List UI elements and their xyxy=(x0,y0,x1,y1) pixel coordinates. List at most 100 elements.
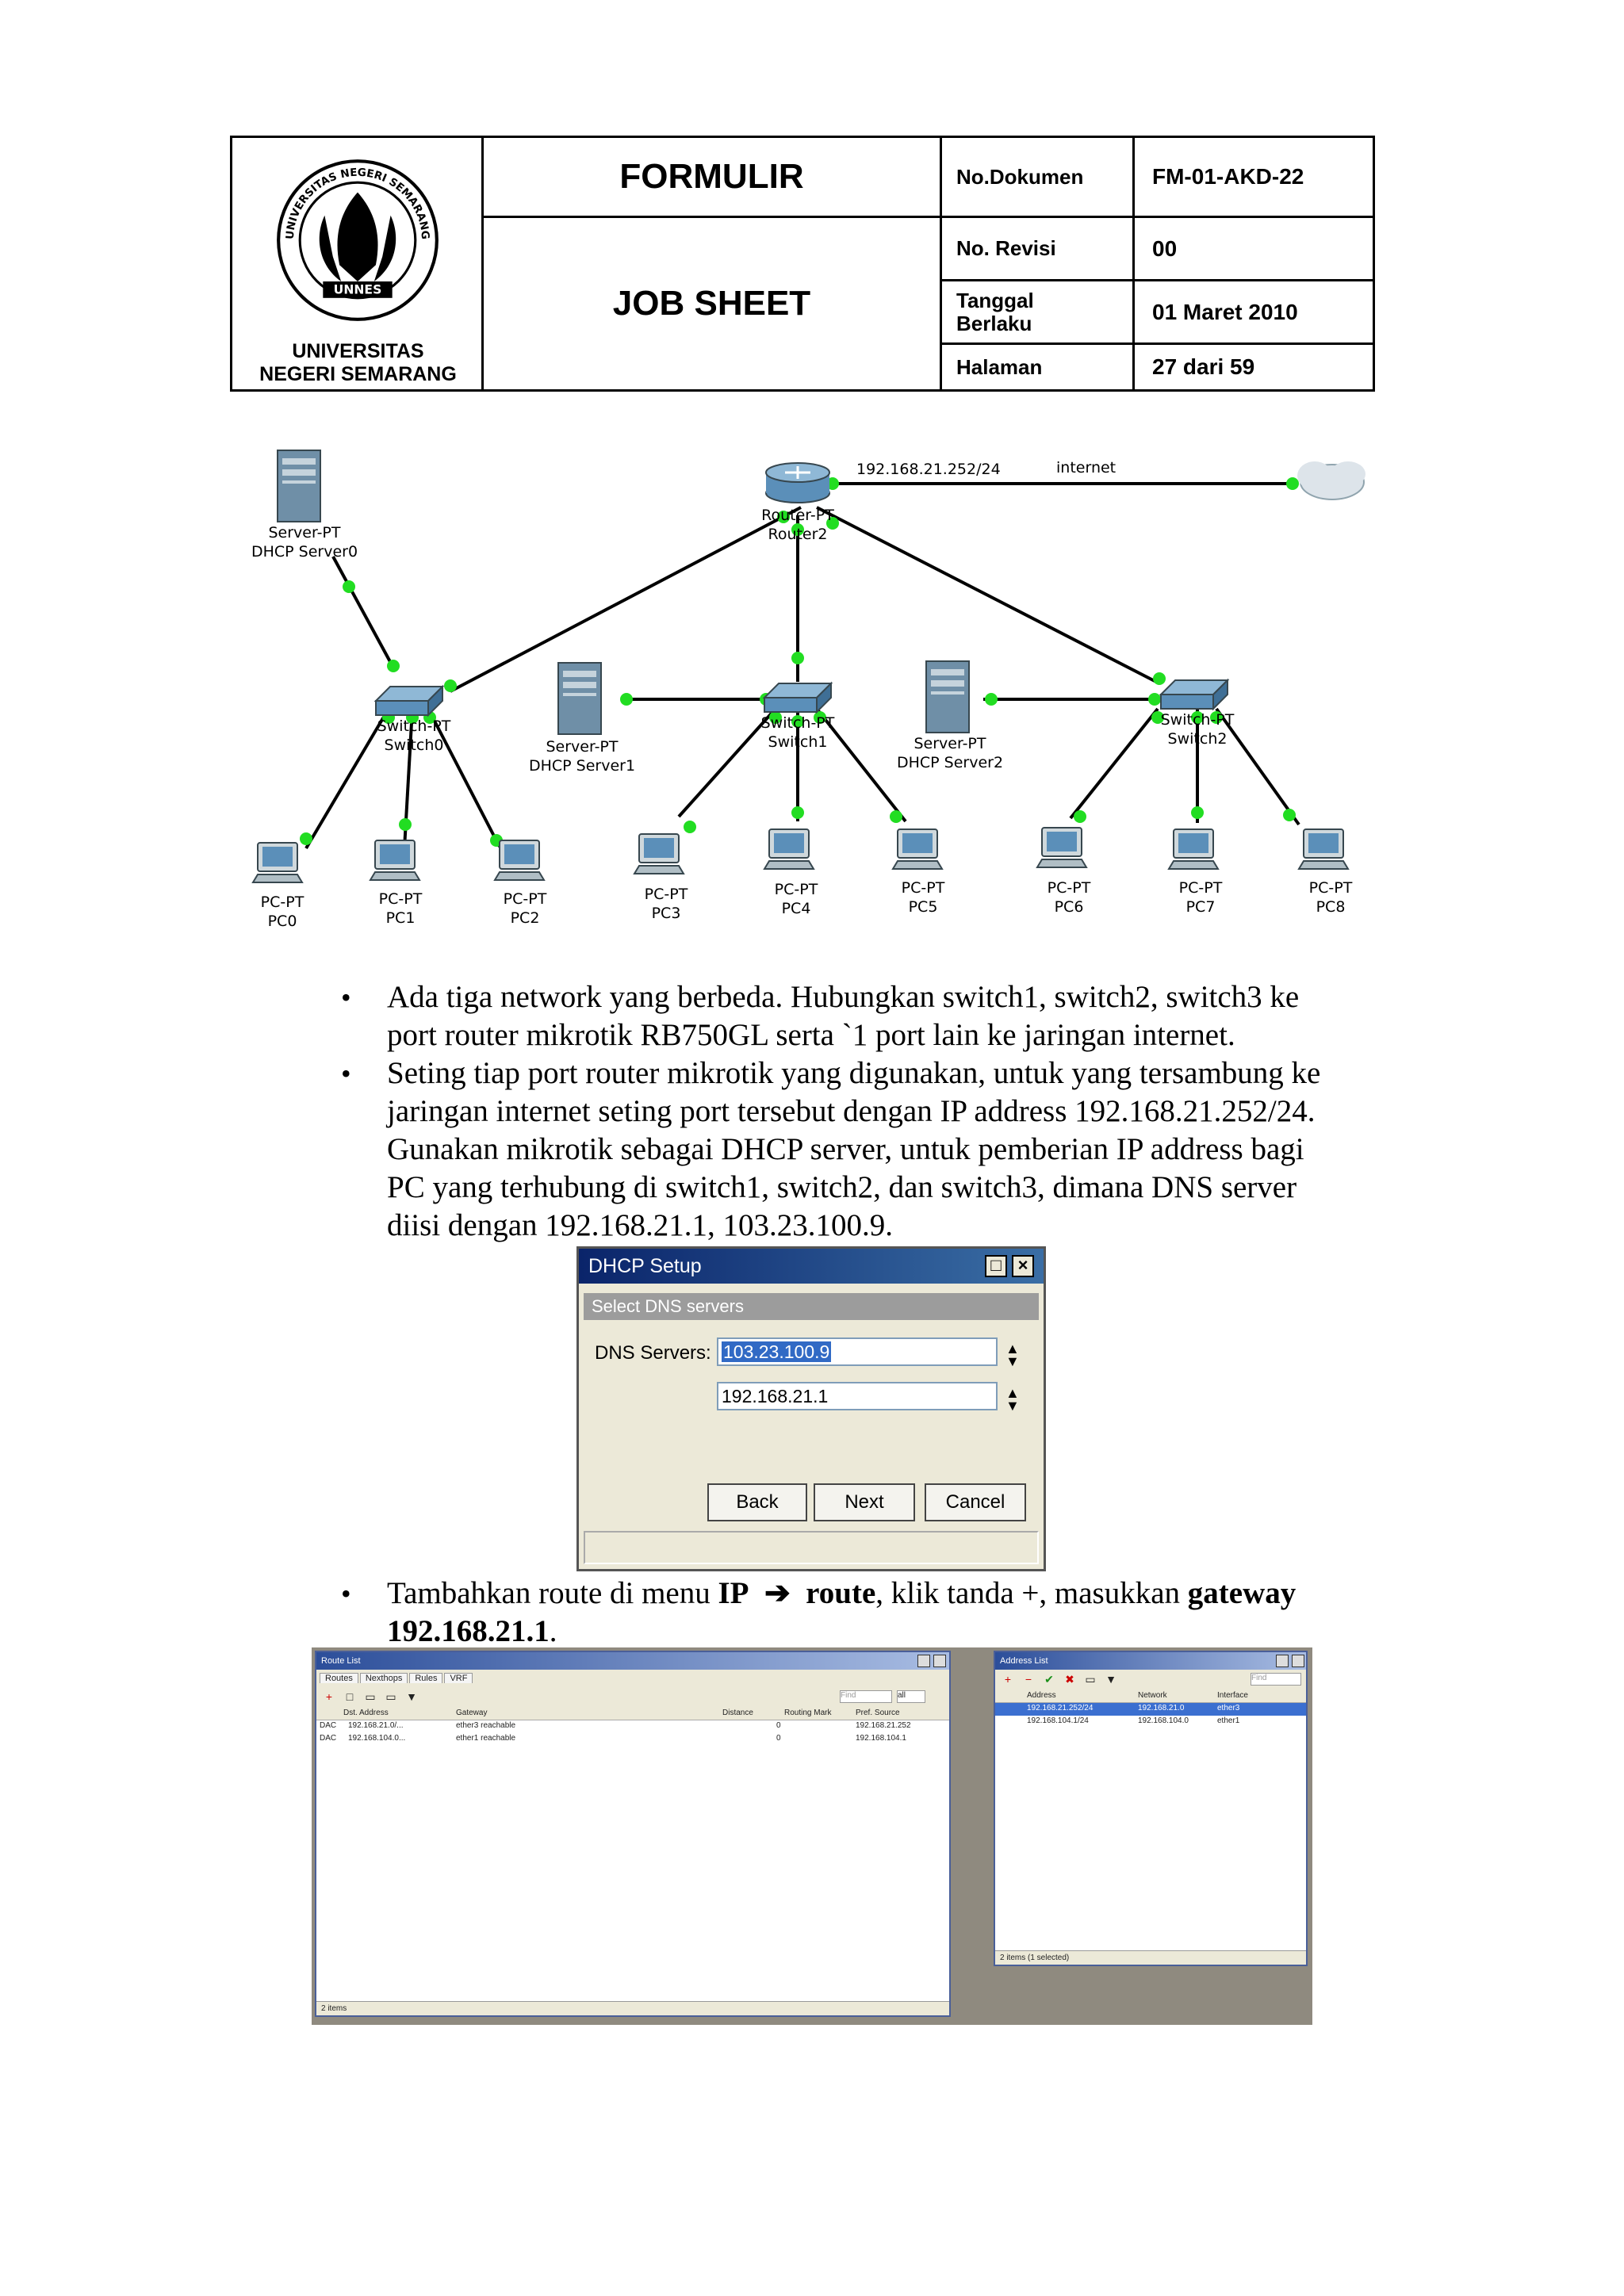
internet-cloud-icon xyxy=(1297,461,1365,499)
wan-ip-label: 192.168.21.252/24 xyxy=(856,461,1001,478)
pc5-type: PC-PT xyxy=(902,879,945,897)
tab-vrf[interactable]: VRF xyxy=(444,1673,473,1683)
back-button[interactable]: Back xyxy=(707,1483,807,1521)
dns-server-1-updown-icon[interactable]: ▲▼ xyxy=(1005,1342,1020,1368)
effective-date-label-text: Tanggal Berlaku xyxy=(956,289,1083,335)
arrow-icon: ➔ xyxy=(764,1576,791,1610)
pc0-type: PC-PT xyxy=(261,894,304,911)
next-button[interactable]: Next xyxy=(814,1483,915,1521)
router-type-label: Router-PT xyxy=(761,507,834,524)
pc2-icon xyxy=(495,840,544,880)
pc5-name: PC5 xyxy=(909,898,938,916)
form-subtitle: JOB SHEET xyxy=(484,218,942,389)
pc1-type: PC-PT xyxy=(379,890,423,908)
document-header: UNNES UNIVERSITAS NEGERI SEMARANG UNIVER… xyxy=(230,136,1375,392)
bullet1-line1: Ada tiga network yang berbeda. Hubungkan… xyxy=(387,978,1396,1016)
address-value: 192.168.104.1/24 xyxy=(1027,1716,1089,1725)
col-distance[interactable]: Distance xyxy=(722,1709,753,1717)
remove-icon[interactable]: □ xyxy=(342,1690,358,1703)
tab-rules[interactable]: Rules xyxy=(409,1673,442,1683)
add-icon[interactable]: + xyxy=(321,1690,337,1703)
gateway-ip: 192.168.21.1 xyxy=(387,1614,550,1648)
maximize-icon[interactable]: □ xyxy=(985,1255,1007,1277)
enable-icon[interactable]: ✔ xyxy=(1041,1673,1057,1686)
pc3-name: PC3 xyxy=(652,905,681,922)
route-filter-select[interactable]: all xyxy=(897,1690,925,1703)
dns-server-1-field[interactable]: 103.23.100.9 xyxy=(717,1337,998,1366)
pc4-type: PC-PT xyxy=(775,881,818,898)
copy-icon[interactable]: ▭ xyxy=(383,1690,399,1704)
col-pref-source[interactable]: Pref. Source xyxy=(856,1709,900,1717)
col-interface[interactable]: Interface xyxy=(1217,1691,1248,1700)
route-flags: DAC xyxy=(320,1721,336,1730)
tab-nexthops[interactable]: Nexthops xyxy=(360,1673,408,1683)
pc3-type: PC-PT xyxy=(645,886,688,903)
address-list-toolbar: +−✔ ✖ ▭ ▼ Find xyxy=(995,1670,1306,1690)
bullet-dot: • xyxy=(341,1575,351,1613)
bullet3-line2: 192.168.21.1. xyxy=(387,1613,1396,1651)
route-list-titlebar: Route List xyxy=(316,1652,949,1670)
address-list-window: Address List +−✔✖▭▼ Find Address Network… xyxy=(994,1651,1308,1966)
pc8-name: PC8 xyxy=(1316,898,1346,916)
form-title: FORMULIR xyxy=(484,138,942,218)
bullet-text: Ada tiga network yang berbeda. Hubungkan… xyxy=(387,978,1396,1054)
tab-routes[interactable]: Routes xyxy=(320,1673,358,1683)
table-row[interactable]: DAC 192.168.104.0... ether1 reachable 0 … xyxy=(316,1733,949,1746)
page-label: Halaman xyxy=(942,345,1135,389)
bullet3-text-pre: Tambahkan route di menu xyxy=(387,1576,718,1610)
pc0-icon xyxy=(253,843,302,882)
pc8-type: PC-PT xyxy=(1309,879,1353,897)
close-icon[interactable] xyxy=(933,1655,946,1667)
route-pref-source: 192.168.104.1 xyxy=(856,1734,906,1743)
bullet-dot: • xyxy=(341,1054,351,1093)
address-value: 192.168.21.252/24 xyxy=(1027,1704,1093,1712)
pc2-type: PC-PT xyxy=(504,890,547,908)
switch2-icon xyxy=(1161,680,1228,709)
col-address[interactable]: Address xyxy=(1027,1691,1056,1700)
gateway-keyword: gateway xyxy=(1188,1576,1296,1610)
router-name-label: Router2 xyxy=(768,526,827,543)
table-row[interactable]: 192.168.104.1/24 192.168.104.0 ether1 xyxy=(995,1716,1306,1728)
filter-icon[interactable]: ▼ xyxy=(404,1690,419,1703)
dns-server-2-updown-icon[interactable]: ▲▼ xyxy=(1005,1387,1020,1412)
comment-icon[interactable]: ▭ xyxy=(1082,1673,1098,1686)
route-gateway: ether1 reachable xyxy=(456,1734,515,1743)
pc5-icon xyxy=(893,829,942,869)
pc7-type: PC-PT xyxy=(1179,879,1223,897)
add-icon[interactable]: + xyxy=(1000,1673,1016,1686)
table-row[interactable]: 192.168.21.252/24 192.168.21.0 ether3 xyxy=(995,1703,1306,1716)
dns-server-2-field[interactable]: 192.168.21.1 xyxy=(717,1382,998,1410)
route-find-input[interactable]: Find xyxy=(840,1690,892,1703)
close-icon[interactable]: × xyxy=(1012,1255,1034,1277)
network-topology-diagram: Router-PT Router2 192.168.21.252/24 inte… xyxy=(230,444,1388,936)
pc0-name: PC0 xyxy=(268,913,297,930)
col-routing-mark[interactable]: Routing Mark xyxy=(784,1709,831,1717)
table-row[interactable]: DAC 192.168.21.0/... ether3 reachable 0 … xyxy=(316,1720,949,1733)
disable-icon[interactable]: ✖ xyxy=(1062,1673,1078,1686)
col-gateway[interactable]: Gateway xyxy=(456,1709,487,1717)
close-icon[interactable] xyxy=(1292,1655,1304,1667)
cancel-button[interactable]: Cancel xyxy=(925,1483,1026,1521)
dhcp-setup-dialog: DHCP Setup □ × Select DNS servers DNS Se… xyxy=(576,1246,1046,1571)
revision-value: 00 xyxy=(1135,218,1373,281)
server2-type: Server-PT xyxy=(914,735,986,752)
address-find-input[interactable]: Find xyxy=(1251,1673,1301,1686)
route-list-toolbar: + □ ▭ ▭ ▼ Find all xyxy=(316,1687,949,1708)
col-dst-address[interactable]: Dst. Address xyxy=(343,1709,389,1717)
university-name-line1: UNIVERSITAS xyxy=(232,340,484,363)
maximize-icon[interactable] xyxy=(917,1655,930,1667)
menu-route: route xyxy=(806,1576,875,1610)
logo-cell: UNNES UNIVERSITAS NEGERI SEMARANG UNIVER… xyxy=(232,138,484,389)
doc-number-label: No.Dokumen xyxy=(942,138,1135,218)
bullet-item-2: • Seting tiap port router mikrotik yang … xyxy=(341,1054,1396,1245)
comment-icon[interactable]: ▭ xyxy=(362,1690,378,1704)
switch0-icon xyxy=(376,687,442,715)
menu-ip: IP xyxy=(718,1576,749,1610)
filter-icon[interactable]: ▼ xyxy=(1103,1673,1119,1686)
col-network[interactable]: Network xyxy=(1138,1691,1167,1700)
maximize-icon[interactable] xyxy=(1276,1655,1289,1667)
remove-icon[interactable]: − xyxy=(1021,1673,1036,1686)
